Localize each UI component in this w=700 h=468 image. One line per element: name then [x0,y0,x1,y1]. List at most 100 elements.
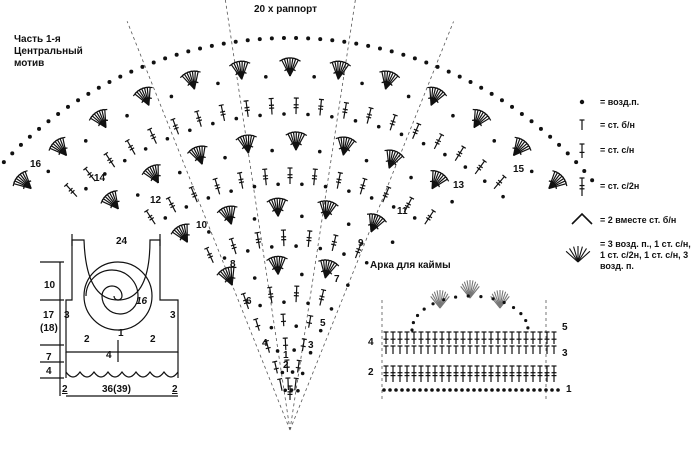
stitch-bar [26,180,32,184]
stitch-cap [416,122,422,126]
stitch-bar [193,80,199,84]
chain-dot [10,151,15,156]
chain-dot [346,222,351,227]
stitch-cap [282,256,288,260]
stitch-stem [282,314,285,327]
schem-bottom-2a: 2 [62,384,68,395]
chain-dot [252,276,257,280]
chain-dot [406,388,410,392]
chain-dot [529,119,534,124]
chain-dot [1,160,6,165]
chain-dot [306,36,311,41]
repeat-guide-line [126,21,291,431]
stitch-stem [84,168,96,182]
chain-dot [401,52,406,57]
stitch-bar [425,217,431,221]
chain-dot [418,388,422,392]
chain-dot [282,112,286,116]
stitch-bar [278,208,284,212]
stitch-bar [147,214,153,219]
stitch-bar [191,192,197,196]
stitch-cap [487,115,492,121]
stitch-bar [342,111,348,114]
row-number-1: 1 [283,350,289,361]
chain-dot [421,141,426,146]
stitch-stem [342,140,355,156]
stitch-stem [430,93,446,106]
row-number-11: 11 [397,206,408,217]
stitch-bar [196,116,202,120]
chain-dot [499,98,504,103]
stitch-stem [269,287,273,304]
stitch-bar [495,181,501,186]
stitch-bar [360,184,366,187]
chain-dot [280,370,285,375]
schem-left-3: 3 [64,310,70,321]
stitch-stem [247,135,255,154]
stitch-cap [308,314,314,317]
stitch-stem [145,210,156,225]
fan-stitch [577,248,587,263]
chain-dot [83,139,88,143]
stitch-bar [230,216,236,219]
schem-left-17: 17 [43,310,55,321]
stitch-bar [290,67,296,72]
repeat-guide-line [289,21,454,431]
chain-dot [269,245,274,249]
stitch-stem [354,242,362,259]
schem-bottom-width: 36(39) [102,384,131,395]
chain-dot [318,37,323,42]
stitch-cap [296,359,302,362]
stitch-stem [62,137,68,156]
chain-dot [122,158,127,163]
row-number-13: 13 [453,180,465,191]
stitch-stem [295,286,298,303]
stitch-cap [395,73,401,79]
stitch-bar [149,133,156,137]
legend-tr-text: = ст. с/2н [600,181,640,191]
chain-dot [491,297,495,301]
stitch-bar [478,121,482,127]
chain-dot [354,41,359,46]
stitch-stem [230,206,236,225]
stitch-bar [456,153,462,158]
chain-dot [463,165,468,169]
chain-dot [258,303,262,308]
stitch-stem [149,128,157,144]
chain-dot [65,104,70,109]
stitch-stem [388,155,403,169]
stitch-cap [165,196,171,200]
stitch-bar [374,225,379,230]
chain-dot [424,60,429,65]
stitch-stem [337,64,350,80]
chain-dot [270,148,274,153]
schem-inner-4: 4 [106,350,112,361]
stitch-cap [267,286,273,289]
stitch-cap [202,145,208,148]
stitch-stem [220,105,226,121]
stitch-bar [129,147,135,151]
schem-left-4: 4 [46,366,52,377]
schem-left-10: 10 [44,280,56,291]
schematic-spiral [85,269,139,315]
chain-dot [245,38,250,43]
stitch-stem [196,111,202,127]
chain-dot [323,184,328,189]
chain-dot [557,142,562,147]
stitch-cap [528,145,532,151]
arch-fan-stitch [469,286,480,299]
stitch-cap [362,177,368,181]
stitch-cap [564,181,568,187]
chain-dot [472,388,476,392]
chain-dot [422,307,426,311]
chain-dot [510,104,515,109]
chain-dot [346,283,350,287]
stitch-cap [251,134,257,138]
chain-dot [478,388,482,392]
chain-dot [107,80,112,85]
stitch-cap [147,127,153,131]
stitch-cap [461,145,467,149]
chain-dot [479,85,484,90]
stitch-stem [473,117,490,129]
